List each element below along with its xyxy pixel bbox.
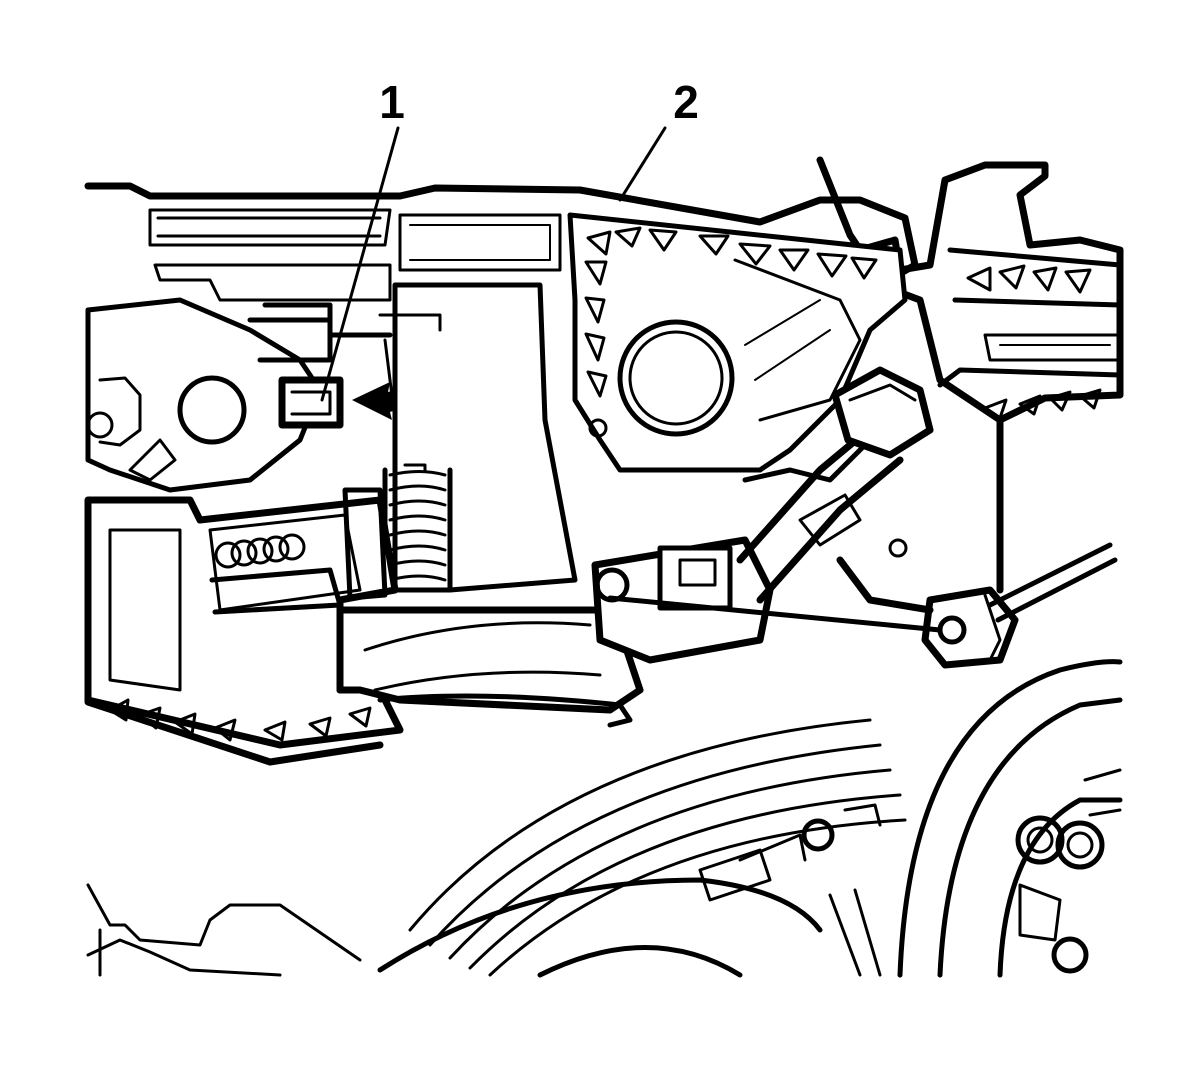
- leader-lines: [320, 126, 667, 402]
- lower-right-flange: [798, 416, 1004, 614]
- spring-cavity: [378, 282, 578, 593]
- window-regulator-rail: [698, 803, 882, 977]
- lower-left-panel: [86, 883, 362, 977]
- cable-conduit-retainer: [591, 427, 883, 664]
- lock-lever-mechanism: [85, 297, 333, 493]
- rod-grommet: [607, 542, 1118, 669]
- leader-line-1: [320, 126, 400, 402]
- callout-2: 2: [673, 76, 699, 128]
- handle-housing-frame: [84, 156, 1124, 424]
- door-trim-lower: [377, 718, 907, 978]
- speaker-housing: [897, 659, 1123, 978]
- right-frame-extension: [937, 247, 1123, 420]
- leader-line-2: [618, 126, 667, 202]
- retaining-clip: [262, 302, 393, 429]
- lattice-rib: [567, 212, 908, 473]
- actuator-cable: [736, 366, 934, 604]
- callout-1: 1: [379, 76, 405, 128]
